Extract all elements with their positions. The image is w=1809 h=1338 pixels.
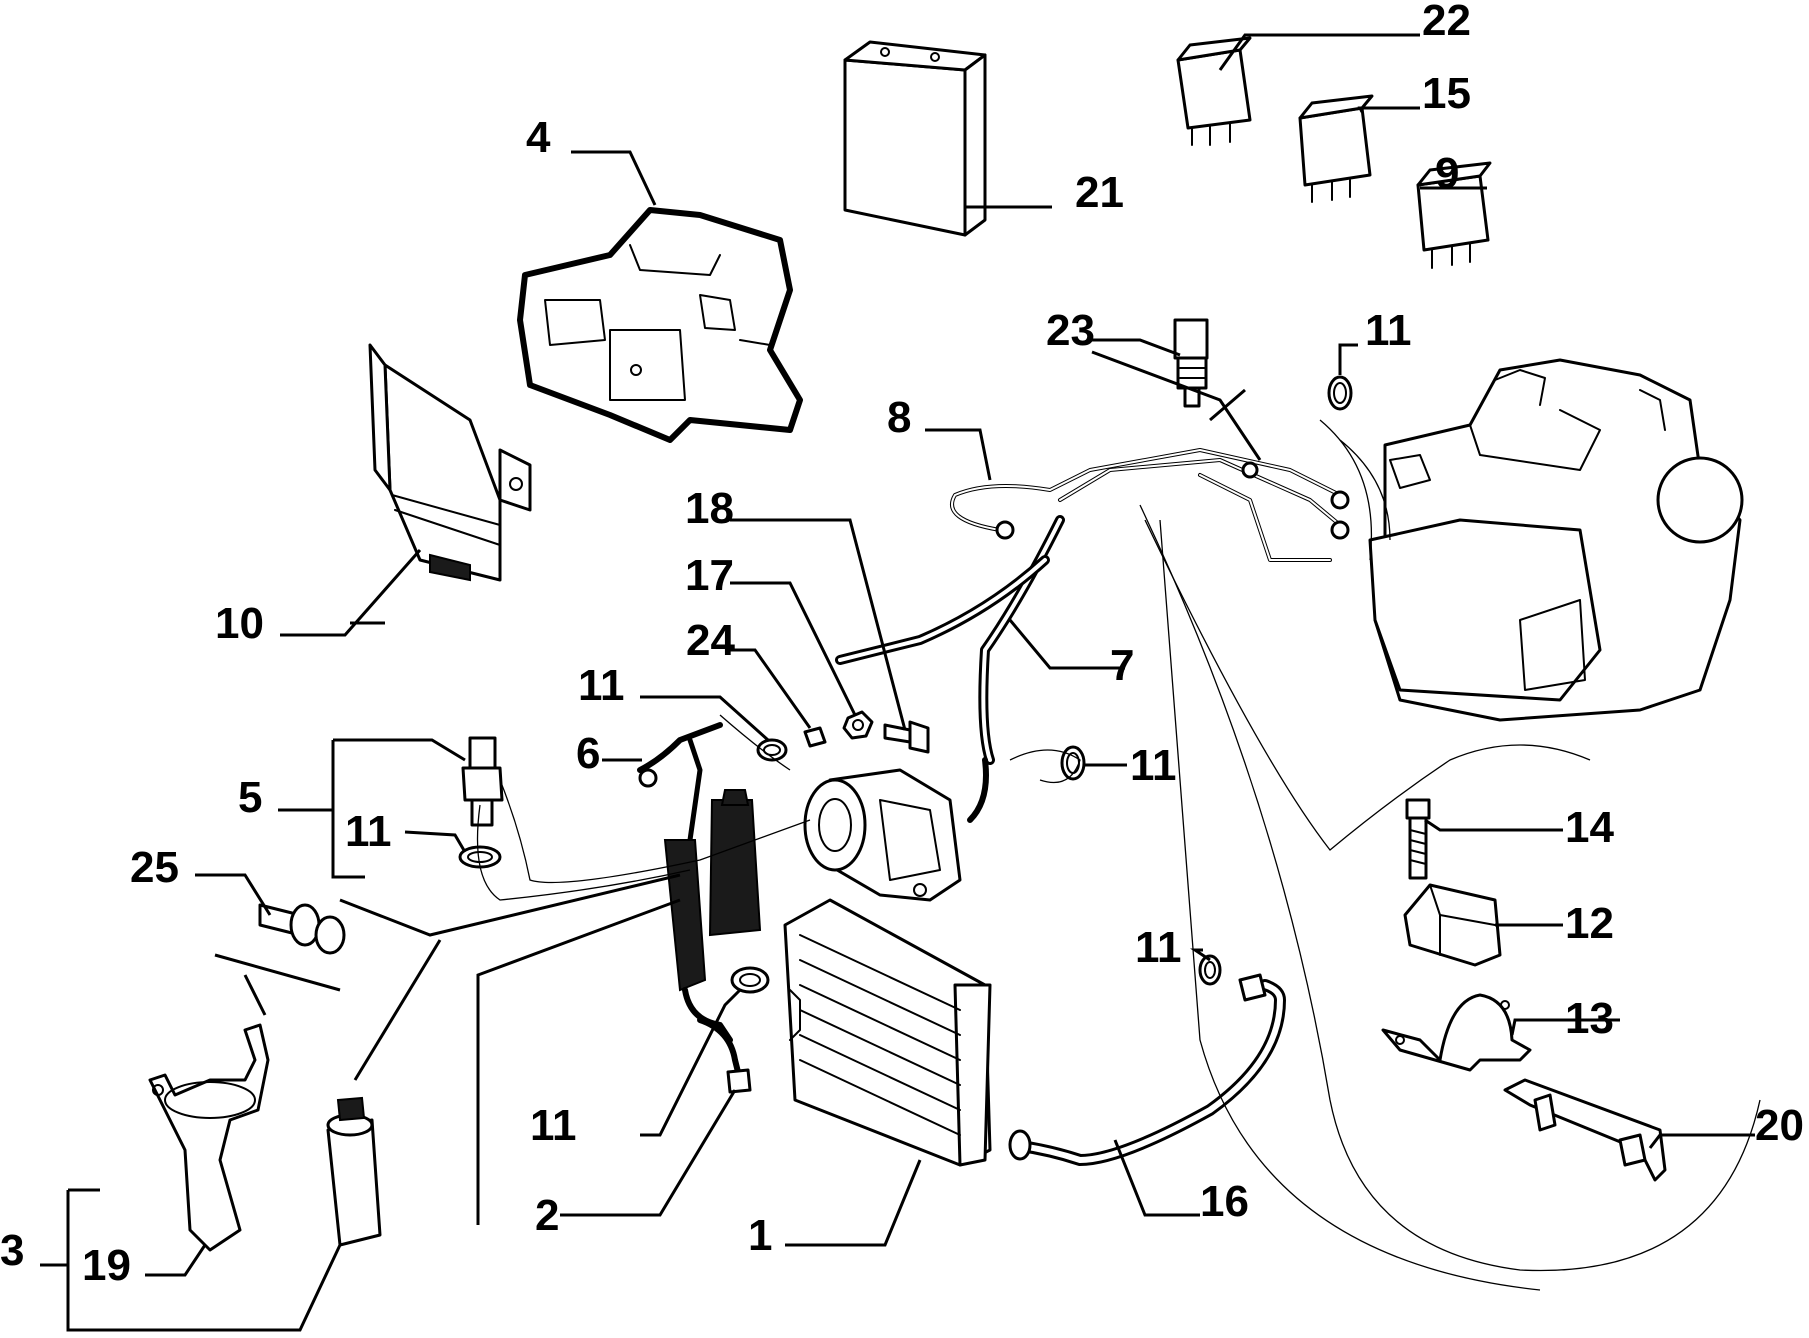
callout-12: 12 <box>1565 899 1614 948</box>
part-13-clamp <box>1381 993 1532 1072</box>
part-24-valve <box>803 726 827 748</box>
part-10-control-unit <box>368 343 532 582</box>
leader-lines <box>40 33 1755 1332</box>
part-5-switch <box>461 736 504 827</box>
part-7-hoses <box>835 515 1065 823</box>
callout-25: 25 <box>130 843 179 892</box>
compressor <box>803 768 962 902</box>
part-2-pipe <box>697 1017 752 1094</box>
part-23-pressure-switch <box>1173 318 1209 408</box>
callout-2: 2 <box>535 1191 559 1240</box>
part-11-orings <box>458 375 1353 994</box>
callout-21: 21 <box>1075 168 1124 217</box>
callout-20: 20 <box>1755 1101 1804 1150</box>
part-1-condenser <box>783 898 992 1167</box>
callout-11-lower: 11 <box>1135 923 1182 972</box>
callout-4: 4 <box>526 113 551 162</box>
part-21-module <box>843 40 987 237</box>
part-3-cylinder <box>326 1096 382 1247</box>
callout-13: 13 <box>1565 994 1614 1043</box>
callout-18: 18 <box>685 484 734 533</box>
part-12-block <box>1403 883 1502 967</box>
part-9-relay <box>1416 161 1492 269</box>
part-18-bolt <box>883 720 930 754</box>
part-16-pipe <box>1008 973 1286 1166</box>
callout-24: 24 <box>686 616 735 665</box>
callout-6: 6 <box>576 729 600 778</box>
callout-22: 22 <box>1422 0 1471 45</box>
part-15-relay <box>1298 94 1374 203</box>
callout-7: 7 <box>1110 641 1134 690</box>
callout-17: 17 <box>685 551 734 600</box>
callout-11-right-mid: 11 <box>1130 741 1177 790</box>
callout-11-center: 11 <box>578 661 625 710</box>
callout-23: 23 <box>1046 306 1095 355</box>
callout-11-bottom: 11 <box>530 1101 577 1150</box>
part-22-relay <box>1176 36 1252 146</box>
part-8-pipes <box>950 448 1350 562</box>
wiring-lines <box>476 419 1761 1291</box>
callout-14: 14 <box>1565 803 1614 852</box>
callout-3: 3 <box>0 1226 24 1275</box>
part-4-bracket <box>517 207 803 443</box>
part-17-nut <box>842 710 874 740</box>
part-14-screw <box>1405 798 1431 880</box>
part-6-hose <box>637 722 723 843</box>
callout-1: 1 <box>748 1211 772 1260</box>
callout-5: 5 <box>238 773 262 822</box>
callout-11-top-right: 11 <box>1365 306 1412 355</box>
callout-9: 9 <box>1435 149 1459 198</box>
hvac-unit <box>1368 358 1744 722</box>
callout-16: 16 <box>1200 1177 1249 1226</box>
callout-8: 8 <box>887 393 911 442</box>
callout-labels: 22 15 9 4 21 23 11 8 18 17 10 24 7 11 6 … <box>0 0 1804 1290</box>
callout-15: 15 <box>1422 69 1471 118</box>
receiver-drier <box>708 789 762 937</box>
part-20-support <box>1503 1078 1667 1182</box>
callout-11-left: 11 <box>345 807 392 856</box>
part-25-bolt <box>258 903 346 955</box>
part-19-bracket <box>148 1023 270 1252</box>
callout-10: 10 <box>215 599 264 648</box>
callout-19: 19 <box>82 1241 131 1290</box>
